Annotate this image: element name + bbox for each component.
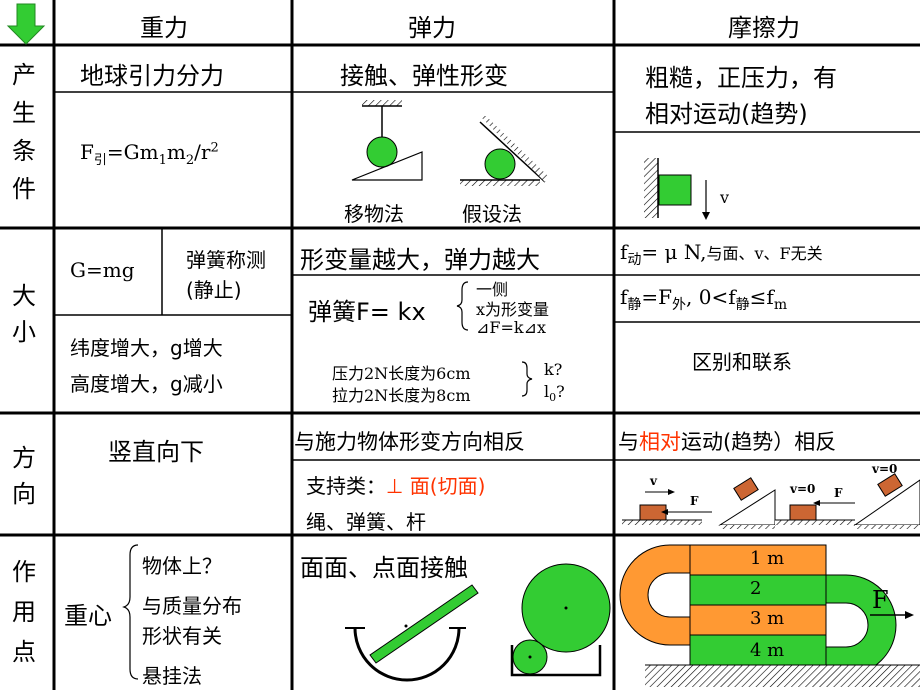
question-l0: l0? bbox=[544, 382, 565, 405]
static-friction: f静=F外, 0<f静≤fm bbox=[620, 285, 788, 313]
contact-type: 面面、点面接触 bbox=[300, 554, 468, 582]
spring-measure-1: 弹簧称测 bbox=[186, 248, 266, 272]
force-F-label: F bbox=[872, 586, 889, 614]
question-1: 压力2N长度为6cm bbox=[332, 364, 471, 383]
incline-ball-diagram bbox=[460, 116, 548, 186]
dynamic-friction: f动= μ N,与面、v、F无关 bbox=[620, 240, 823, 268]
gravity-direction: 竖直向下 bbox=[108, 438, 204, 466]
hooke-note-3: ⊿F=k⊿x bbox=[476, 318, 547, 337]
row-label-direction: 方向 bbox=[12, 444, 36, 508]
rope-type: 绳、弹簧、杆 bbox=[306, 510, 426, 534]
cog-item-4: 悬挂法 bbox=[142, 664, 202, 688]
center-of-gravity: 重心 bbox=[64, 602, 112, 630]
question-k: k? bbox=[544, 360, 563, 379]
gravity-condition-title: 地球引力分力 bbox=[80, 62, 224, 90]
block-4-label: 4 m bbox=[750, 640, 785, 661]
gravity-formula: F引=Gm1m2/r2 bbox=[80, 140, 219, 168]
header-friction: 摩擦力 bbox=[728, 14, 800, 42]
gravity-size-formula: G=mg bbox=[70, 258, 135, 282]
hooke-note-1: 一侧 bbox=[476, 280, 509, 299]
cog-item-1: 物体上？ bbox=[142, 554, 222, 578]
elastic-size-title: 形变量越大，弹力越大 bbox=[300, 246, 540, 274]
cog-item-3: 形状有关 bbox=[142, 624, 222, 648]
demo-F2: F bbox=[834, 486, 843, 500]
wall-v-label: v bbox=[720, 188, 730, 207]
stacked-blocks-diagram bbox=[619, 544, 920, 687]
spring-measure-2: (静止) bbox=[186, 278, 242, 302]
header-gravity: 重力 bbox=[140, 14, 188, 42]
friction-direction-demo bbox=[618, 462, 920, 532]
question-2: 拉力2N长度为8cm bbox=[332, 386, 471, 405]
method-move: 移物法 bbox=[344, 202, 404, 226]
header-elastic: 弹力 bbox=[408, 14, 456, 42]
elastic-condition-title: 接触、弹性形变 bbox=[340, 62, 508, 90]
wall-block-diagram bbox=[644, 158, 710, 220]
ball-in-box-diagram bbox=[510, 563, 611, 677]
block-3-label: 3 m bbox=[750, 608, 785, 629]
demo-v0b: v=0 bbox=[872, 462, 898, 476]
hooke-note-2: x为形变量 bbox=[476, 300, 550, 319]
friction-cond-2: 相对运动(趋势) bbox=[645, 100, 808, 128]
row-label-point: 作用点 bbox=[12, 558, 36, 666]
block-1-label: 1 m bbox=[750, 548, 785, 569]
demo-F: F bbox=[690, 494, 699, 508]
latitude-note: 纬度增大，g增大 bbox=[70, 336, 223, 360]
support-type: 支持类：⊥ 面(切面) bbox=[306, 474, 486, 498]
distinguish-note: 区别和联系 bbox=[692, 350, 792, 374]
down-arrow-icon bbox=[6, 3, 46, 45]
altitude-note: 高度增大，g减小 bbox=[70, 372, 223, 396]
friction-direction-title: 与相对运动(趋势）相反 bbox=[618, 430, 837, 454]
cog-item-2: 与质量分布 bbox=[142, 594, 242, 618]
hooke-law: 弹簧F= kx bbox=[308, 298, 426, 326]
bowl-rod-diagram bbox=[345, 584, 479, 682]
row-label-size: 大小 bbox=[12, 282, 36, 346]
demo-v: v bbox=[650, 474, 657, 488]
friction-cond-1: 粗糙，正压力，有 bbox=[645, 64, 837, 92]
elastic-direction-title: 与施力物体形变方向相反 bbox=[294, 430, 525, 454]
block-2-label: 2 bbox=[750, 578, 762, 599]
method-assume: 假设法 bbox=[462, 202, 522, 226]
row-label-condition: 产生 条件 bbox=[12, 61, 36, 203]
demo-v0: v=0 bbox=[790, 482, 816, 496]
hanging-ball-diagram bbox=[351, 100, 423, 181]
